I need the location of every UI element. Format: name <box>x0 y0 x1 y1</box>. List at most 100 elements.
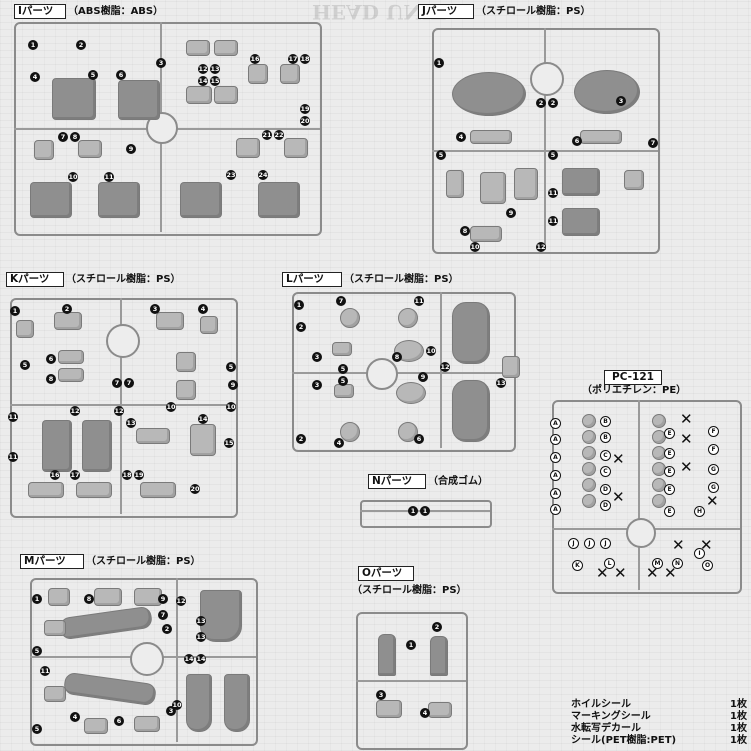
part-number: 4 <box>198 304 208 314</box>
pc-part-letter: D <box>600 500 611 511</box>
sprue-m-hub <box>130 642 164 676</box>
part-number: 4 <box>456 132 466 142</box>
sprue-j-part <box>470 130 512 144</box>
part-number: 2 <box>296 434 306 444</box>
part-number: 6 <box>572 136 582 146</box>
part-number: 1 <box>420 506 430 516</box>
part-number: 5 <box>32 724 42 734</box>
sprue-k-part <box>156 312 184 330</box>
removed-part-mark: ✕ <box>596 564 609 582</box>
sprue-m-part <box>44 620 66 636</box>
part-number: 8 <box>84 594 94 604</box>
sprue-k-part <box>58 368 84 382</box>
part-number: 20 <box>300 116 310 126</box>
part-number: 11 <box>414 296 424 306</box>
sprue-k-part <box>58 350 84 364</box>
sprue-m-part <box>224 674 250 732</box>
sprue-pc-part <box>582 478 596 492</box>
part-number: 10 <box>166 402 176 412</box>
part-number: 2 <box>296 322 306 332</box>
sprue-l-part <box>452 380 490 442</box>
sprue-o-material: （スチロール樹脂：PS） <box>352 585 467 596</box>
part-number: 15 <box>210 76 220 86</box>
part-number: 1 <box>32 594 42 604</box>
legend-row: マーキングシール 1枚 <box>571 711 747 723</box>
part-number: 3 <box>616 96 626 106</box>
part-number: 13 <box>196 632 206 642</box>
part-number: 4 <box>420 708 430 718</box>
pc-part-letter: A <box>550 504 561 515</box>
legend-item-name: マーキングシール <box>571 711 651 722</box>
sprue-j-part <box>514 168 538 200</box>
sprue-l-hub <box>366 358 398 390</box>
sprue-k-part <box>16 320 34 338</box>
part-number: 17 <box>288 54 298 64</box>
pc-part-letter: O <box>702 560 713 571</box>
part-number: 6 <box>114 716 124 726</box>
sprue-j-title: Jパーツ <box>418 4 474 19</box>
part-number: 10 <box>426 346 436 356</box>
sprue-l-part <box>398 422 418 442</box>
pc-part-letter: A <box>550 470 561 481</box>
legend-row: 水転写デカール 1枚 <box>571 723 747 735</box>
part-number: 7 <box>124 378 134 388</box>
part-number: 18 <box>122 470 132 480</box>
sprue-i-material: （ABS樹脂：ABS） <box>68 6 164 17</box>
sprue-o-material-label: （スチロール樹脂：PS） <box>352 584 467 597</box>
sprue-n-title: Nパーツ <box>368 474 426 489</box>
pc-part-letter: M <box>652 558 663 569</box>
pc-part-letter: E <box>664 448 675 459</box>
sprue-j-part <box>470 226 502 242</box>
sprue-l-title: Lパーツ <box>282 272 342 287</box>
pc-part-letter: N <box>672 558 683 569</box>
part-number: 7 <box>158 610 168 620</box>
sprue-m-part <box>84 718 108 734</box>
sprue-i-part <box>78 140 102 158</box>
sprue-o-part <box>376 700 402 718</box>
sprue-k-part <box>200 316 218 334</box>
part-number: 11 <box>8 412 18 422</box>
removed-part-mark: ✕ <box>664 564 677 582</box>
sprue-k-part <box>82 420 112 472</box>
pc-part-letter: D <box>600 484 611 495</box>
sprue-k-part <box>54 312 82 330</box>
part-number: 3 <box>166 706 176 716</box>
removed-part-mark: ✕ <box>680 430 693 448</box>
part-number: 3 <box>156 58 166 68</box>
sprue-label-n: Nパーツ （合成ゴム） <box>368 474 488 489</box>
legend-item-qty: 1枚 <box>730 711 747 722</box>
pc-part-letter: L <box>604 558 615 569</box>
pc-part-letter: H <box>694 506 705 517</box>
pc-part-letter: I <box>694 548 705 559</box>
sprue-i-part <box>258 182 300 218</box>
sprue-m-title: Mパーツ <box>20 554 84 569</box>
part-number: 16 <box>50 470 60 480</box>
part-number: 13 <box>210 64 220 74</box>
sprue-pc-part <box>652 414 666 428</box>
sprue-l-part <box>334 384 354 398</box>
sprue-pc-part <box>582 430 596 444</box>
part-number: 9 <box>228 380 238 390</box>
part-number: 4 <box>334 438 344 448</box>
sprue-label-j: Jパーツ （スチロール樹脂：PS） <box>418 4 591 19</box>
pc-part-letter: B <box>600 432 611 443</box>
removed-part-mark: ✕ <box>612 488 625 506</box>
sprue-o-rail <box>356 680 466 682</box>
sprue-j-part <box>562 208 600 236</box>
pc-part-letter: C <box>600 466 611 477</box>
part-number: 7 <box>58 132 68 142</box>
sprue-i-part <box>186 40 210 56</box>
pc-part-letter: G <box>708 482 719 493</box>
part-number: 16 <box>250 54 260 64</box>
sprue-o-figure <box>378 634 396 676</box>
part-number: 1 <box>406 640 416 650</box>
part-number: 5 <box>338 364 348 374</box>
legend-row: シール(PET樹脂:PET) 1枚 <box>571 735 747 747</box>
sprue-j-part <box>446 170 464 198</box>
sprue-k-rail <box>10 404 236 406</box>
sprue-l-part <box>502 356 520 378</box>
part-number: 5 <box>226 362 236 372</box>
part-number: 13 <box>496 378 506 388</box>
part-number: 19 <box>300 104 310 114</box>
part-number: 9 <box>506 208 516 218</box>
